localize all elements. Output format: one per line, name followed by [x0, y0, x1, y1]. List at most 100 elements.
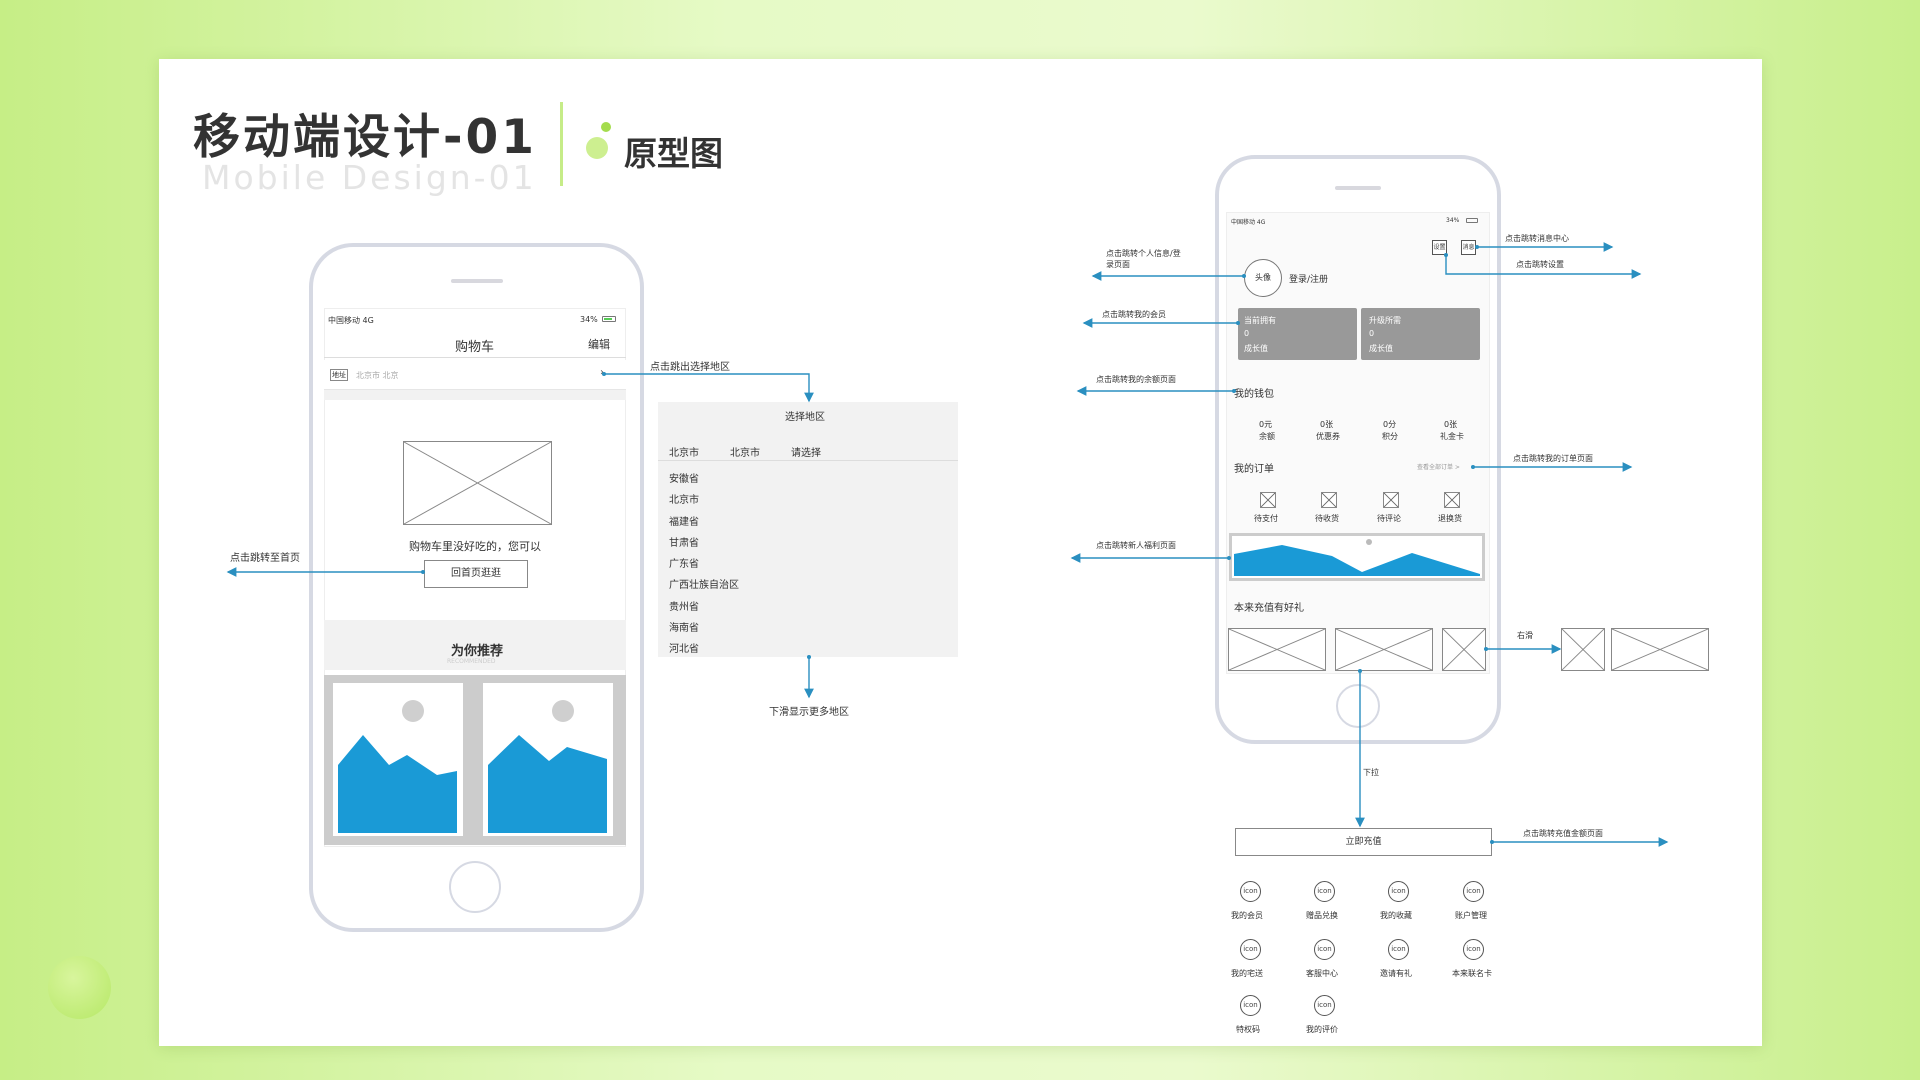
delivery-icon[interactable]: icon — [1240, 939, 1261, 960]
review-icon[interactable]: icon — [1314, 995, 1335, 1016]
grid-label: 邀请有礼 — [1380, 969, 1412, 978]
address-tag: 地址 — [330, 369, 348, 381]
recommend-title: 为你推荐 — [451, 644, 504, 659]
order-pending-receipt-icon[interactable] — [1321, 492, 1337, 508]
region-item[interactable]: 北京市 — [669, 495, 699, 506]
grid-label: 特权码 — [1236, 1025, 1260, 1034]
login-register-link[interactable]: 登录/注册 — [1289, 275, 1329, 285]
decorative-circle — [48, 956, 111, 1019]
card-label: 当前拥有 — [1244, 316, 1276, 325]
region-item[interactable]: 河北省 — [669, 644, 699, 655]
wallet-label: 礼金卡 — [1440, 432, 1464, 441]
promo-title: 本来充值有好礼 — [1234, 603, 1304, 614]
grid-label: 赠品兑换 — [1306, 911, 1338, 920]
promo-card-1[interactable] — [1228, 628, 1326, 671]
recharge-button[interactable]: 立即充值 — [1235, 828, 1492, 856]
region-panel — [658, 402, 958, 657]
left-phone-home-button[interactable] — [449, 861, 501, 913]
region-item[interactable]: 安徽省 — [669, 474, 699, 485]
card-unit: 成长值 — [1244, 344, 1268, 353]
promo-card-2[interactable] — [1335, 628, 1433, 671]
grid-label: 我的宅送 — [1231, 969, 1263, 978]
member-icon[interactable]: icon — [1240, 881, 1261, 902]
region-tab-divider — [658, 460, 958, 461]
region-item[interactable]: 海南省 — [669, 623, 699, 634]
region-item[interactable]: 福建省 — [669, 517, 699, 528]
product-image-2 — [488, 700, 607, 833]
annotation-balance: 点击跳转我的余额页面 — [1096, 375, 1176, 384]
order-label: 待收货 — [1315, 514, 1339, 523]
nav-divider — [324, 357, 626, 358]
chevron-right-icon: › — [600, 367, 604, 378]
order-pending-review-icon[interactable] — [1383, 492, 1399, 508]
growth-card-upgrade[interactable] — [1361, 308, 1480, 360]
recommend-subtitle: RECOMMENDED — [447, 658, 496, 665]
wallet-label: 积分 — [1382, 432, 1398, 441]
signal-status: 中国移动 4G — [328, 316, 374, 325]
region-item[interactable]: 贵州省 — [669, 602, 699, 613]
promo-card-4[interactable] — [1561, 628, 1605, 671]
left-phone-speaker — [451, 279, 503, 283]
order-label: 退换货 — [1438, 514, 1462, 523]
invite-icon[interactable]: icon — [1388, 939, 1409, 960]
address-bar[interactable]: 地址 北京市 北京 › — [324, 360, 626, 390]
back-home-button-label: 回首页逛逛 — [451, 568, 501, 579]
grid-label: 客服中心 — [1306, 969, 1338, 978]
battery-icon — [602, 316, 616, 322]
view-all-orders-link[interactable]: 查看全部订单 > — [1417, 464, 1460, 471]
product-card-1[interactable] — [333, 683, 463, 836]
grid-label: 我的收藏 — [1380, 911, 1412, 920]
region-item[interactable]: 甘肃省 — [669, 538, 699, 549]
recommend-band — [324, 620, 626, 670]
empty-cart-image-placeholder — [403, 441, 552, 525]
cobrand-card-icon[interactable]: icon — [1463, 939, 1484, 960]
bullet-dot-icon — [586, 137, 608, 159]
card-unit: 成长值 — [1369, 344, 1393, 353]
annotation-member: 点击跳转我的会员 — [1102, 310, 1166, 319]
battery-icon — [1466, 218, 1478, 223]
order-return-exchange-icon[interactable] — [1444, 492, 1460, 508]
favorites-icon[interactable]: icon — [1388, 881, 1409, 902]
grid-label: 账户管理 — [1455, 911, 1487, 920]
card-value: 0 — [1244, 329, 1250, 338]
cart-edit-button[interactable]: 编辑 — [588, 338, 610, 351]
region-tab-city[interactable]: 北京市 — [730, 448, 760, 459]
annotation-settings: 点击跳转设置 — [1516, 260, 1564, 269]
region-tab-district[interactable]: 请选择 — [791, 448, 821, 459]
annotation-to-home: 点击跳转至首页 — [230, 553, 300, 564]
annotation-pull-down: 下拉 — [1363, 768, 1379, 777]
region-item[interactable]: 广东省 — [669, 559, 699, 570]
avatar[interactable]: 头像 — [1244, 259, 1282, 297]
wallet-title[interactable]: 我的钱包 — [1234, 389, 1274, 400]
product-image-1 — [338, 700, 457, 833]
welfare-banner-image — [1234, 539, 1480, 576]
right-phone-home-button[interactable] — [1336, 684, 1380, 728]
settings-icon[interactable]: 设置 — [1432, 240, 1447, 255]
grid-label: 我的会员 — [1231, 911, 1263, 920]
back-home-button[interactable]: 回首页逛逛 — [424, 560, 528, 588]
promo-card-5[interactable] — [1611, 628, 1709, 671]
annotation-personal-info: 点击跳转个人信息/登录页面 — [1106, 249, 1181, 269]
grid-label: 本来联名卡 — [1452, 969, 1492, 978]
privilege-code-icon[interactable]: icon — [1240, 995, 1261, 1016]
region-item[interactable]: 广西壮族自治区 — [669, 580, 739, 591]
gift-exchange-icon[interactable]: icon — [1314, 881, 1335, 902]
title-divider — [560, 102, 563, 186]
wallet-label: 优惠券 — [1316, 432, 1340, 441]
annotation-to-region: 点击跳出选择地区 — [650, 362, 730, 373]
service-icon[interactable]: icon — [1314, 939, 1335, 960]
wallet-value: 0元 — [1259, 420, 1273, 429]
recharge-button-label: 立即充值 — [1345, 837, 1382, 847]
region-tab-province[interactable]: 北京市 — [669, 448, 699, 459]
product-card-2[interactable] — [483, 683, 613, 836]
separator-band — [324, 390, 626, 400]
address-text: 北京市 北京 — [356, 371, 399, 380]
promo-card-3[interactable] — [1442, 628, 1486, 671]
annotation-scroll-more: 下滑显示更多地区 — [769, 707, 849, 718]
order-pending-payment-icon[interactable] — [1260, 492, 1276, 508]
annotation-message-center: 点击跳转消息中心 — [1505, 234, 1569, 243]
growth-card-current[interactable] — [1238, 308, 1357, 360]
account-icon[interactable]: icon — [1463, 881, 1484, 902]
avatar-label: 头像 — [1255, 273, 1271, 282]
grid-label: 我的评价 — [1306, 1025, 1338, 1034]
